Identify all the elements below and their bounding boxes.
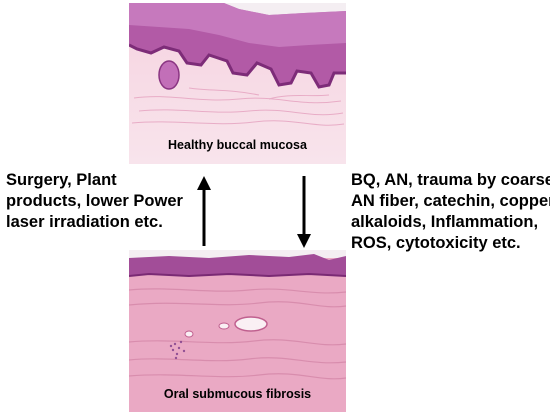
- causative-line: BQ, AN, trauma by coarse: [351, 171, 550, 189]
- healthy-mucosa-caption: Healthy buccal mucosa: [168, 138, 307, 152]
- healthy-mucosa-micrograph: Healthy buccal mucosa: [129, 3, 346, 164]
- causative-line: AN fiber, catechin, copper,: [351, 192, 550, 210]
- treatment-text: Surgery, Plant products, lower Power las…: [6, 170, 183, 233]
- causative-factors-text: BQ, AN, trauma by coarse AN fiber, catec…: [351, 170, 550, 254]
- osmf-micrograph: Oral submucous fibrosis: [129, 250, 346, 412]
- osmf-caption: Oral submucous fibrosis: [163, 387, 312, 401]
- healthy-mucosa-histology: [129, 3, 346, 164]
- treatment-line: products, lower Power: [6, 192, 183, 210]
- causative-line: ROS, cytotoxicity etc.: [351, 234, 521, 252]
- causative-line: alkaloids, Inflammation,: [351, 213, 539, 231]
- treatment-line: Surgery, Plant: [6, 171, 117, 189]
- treatment-line: laser irradiation etc.: [6, 213, 163, 231]
- up-arrow-icon: [197, 176, 211, 246]
- down-arrow-icon: [297, 176, 311, 248]
- osmf-histology: [129, 250, 346, 412]
